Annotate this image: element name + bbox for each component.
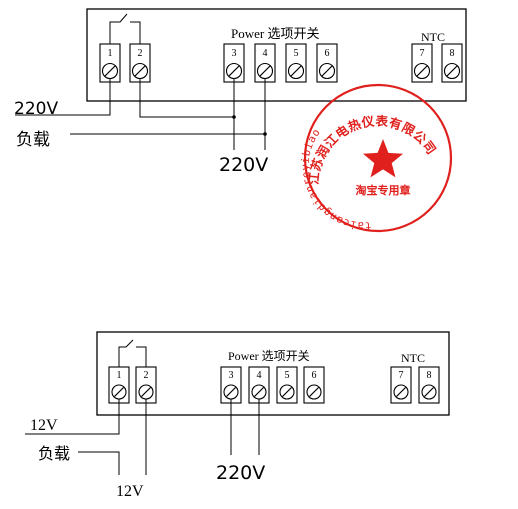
svg-text:4: 4: [257, 370, 262, 381]
top-wiring: [15, 78, 267, 150]
bottom-terminal-1: 1: [108, 366, 130, 404]
top-controller-panel: Power 选项开关 NTC 1 2 3: [14, 8, 467, 176]
bottom-power-label: Power 选项开关: [228, 349, 310, 363]
svg-text:6: 6: [325, 48, 330, 59]
bottom-terminal-7: 7: [390, 366, 412, 404]
bottom-bottom-voltage-label: 220V: [216, 462, 265, 484]
bottom-wiring: [25, 399, 260, 475]
top-ntc-label: NTC: [421, 30, 445, 44]
top-bottom-voltage-label: 220V: [219, 154, 268, 176]
bottom-bottom-left-voltage-label: 12V: [116, 483, 144, 500]
svg-text:7: 7: [399, 370, 404, 381]
seal-bottom-text: 淘宝专用章: [356, 183, 411, 197]
svg-text:5: 5: [285, 370, 290, 381]
bottom-controller-panel: Power 选项开关 NTC 1 2 3: [25, 331, 450, 500]
svg-text:8: 8: [450, 48, 455, 59]
bottom-terminal-2: 2: [135, 366, 157, 404]
top-relay-switch: [109, 13, 141, 44]
bottom-terminal-row: 1 2 3 4: [108, 366, 440, 404]
top-terminal-3: 3: [223, 43, 245, 83]
top-terminal-7: 7: [411, 43, 433, 83]
svg-text:4: 4: [263, 48, 268, 59]
svg-text:1: 1: [117, 370, 122, 381]
top-left-voltage-label: 220V: [14, 99, 58, 119]
top-terminal-5: 5: [285, 43, 307, 83]
top-terminal-6: 6: [316, 43, 338, 83]
top-terminal-2: 2: [129, 43, 151, 83]
bottom-ntc-label: NTC: [401, 351, 425, 365]
top-terminal-4: 4: [254, 43, 276, 83]
bottom-relay-switch: [118, 339, 147, 367]
top-terminal-1: 1: [99, 43, 121, 83]
bottom-left-voltage-label: 12V: [30, 417, 58, 434]
bottom-load-label: 负载: [38, 444, 70, 463]
svg-text:1: 1: [108, 48, 113, 59]
svg-text:8: 8: [427, 370, 432, 381]
top-load-label: 负载: [16, 130, 50, 150]
svg-text:6: 6: [312, 370, 317, 381]
bottom-terminal-4: 4: [248, 366, 270, 404]
svg-text:3: 3: [229, 370, 234, 381]
bottom-terminal-8: 8: [418, 366, 440, 404]
svg-text:2: 2: [138, 48, 143, 59]
star-icon: [363, 139, 403, 178]
svg-text:2: 2: [144, 370, 149, 381]
bottom-terminal-3: 3: [220, 366, 242, 404]
bottom-terminal-5: 5: [276, 366, 298, 404]
top-power-label: Power 选项开关: [231, 26, 319, 41]
svg-text:5: 5: [294, 48, 299, 59]
bottom-terminal-6: 6: [303, 366, 325, 404]
svg-text:7: 7: [420, 48, 425, 59]
top-terminal-8: 8: [441, 43, 463, 83]
svg-text:3: 3: [232, 48, 237, 59]
